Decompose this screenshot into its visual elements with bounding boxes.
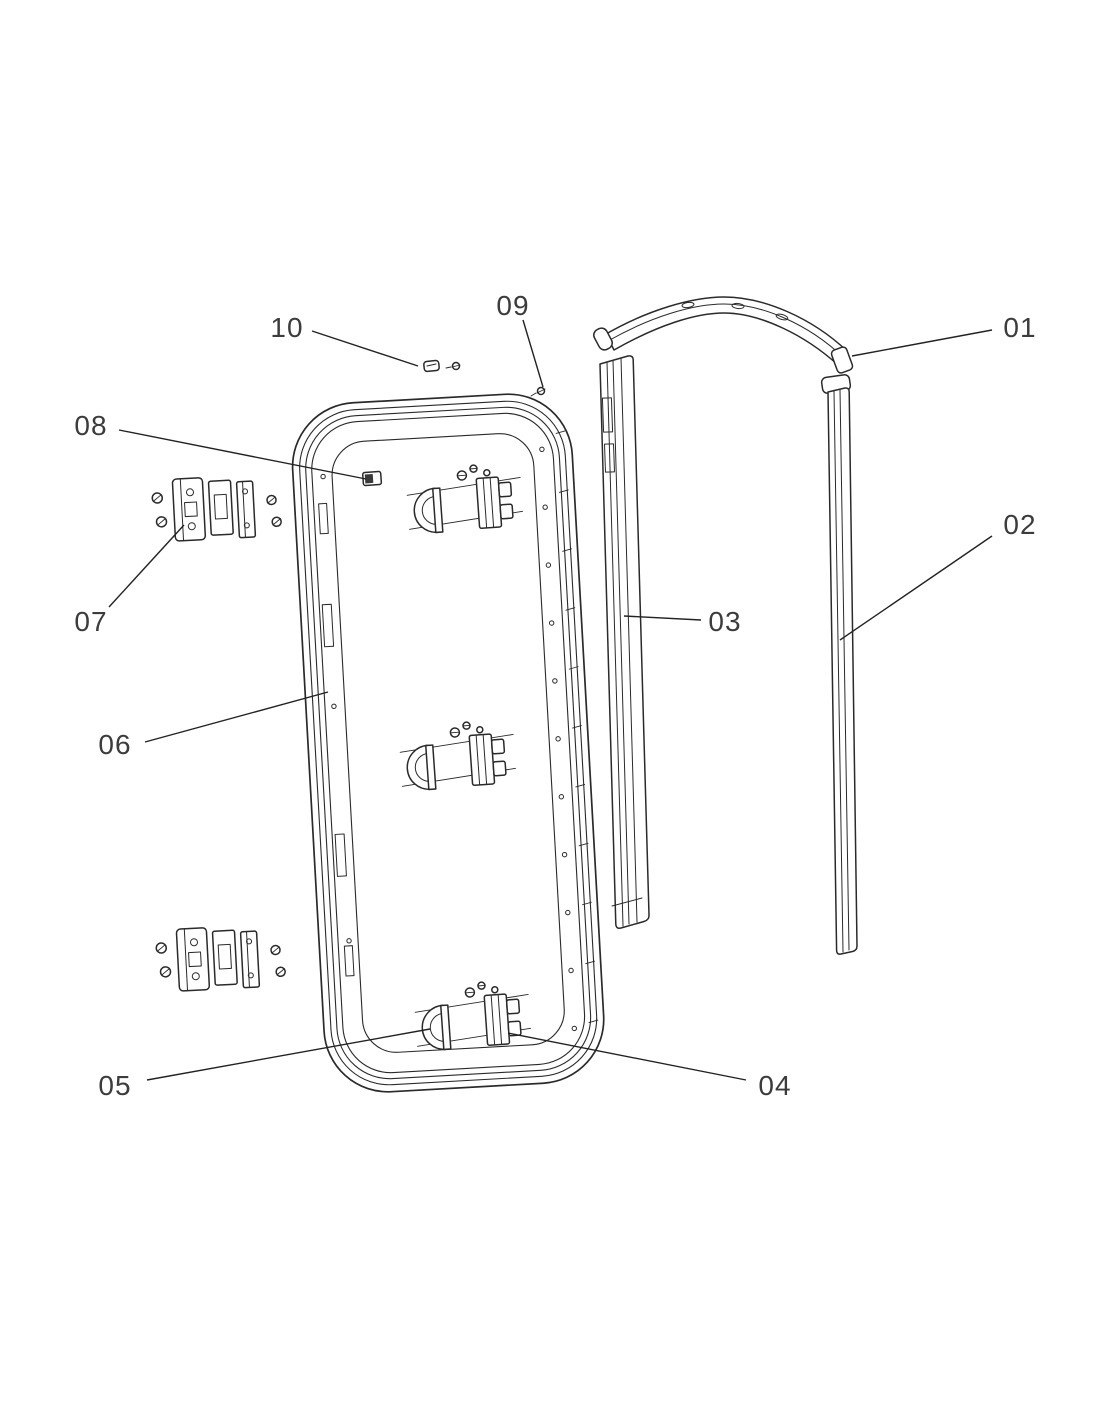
leader-line-05: [146, 1028, 431, 1081]
cap-part: [423, 359, 440, 373]
top-rail-end-cap-left: [593, 327, 613, 351]
door-inner-panel: [331, 433, 565, 1053]
part-callout-06: 06: [98, 691, 329, 760]
part-label-06: 06: [98, 729, 131, 760]
part-callout-09: 09: [496, 290, 544, 388]
leader-line-03: [623, 615, 702, 621]
part-label-04: 04: [758, 1070, 791, 1101]
door-contour-4: [311, 412, 586, 1074]
part-callout-04: 04: [507, 1032, 791, 1101]
leader-line-10: [311, 330, 419, 367]
part-label-07: 07: [74, 606, 107, 637]
lock-assembly-bottom: [154, 922, 287, 993]
door-frame-part: [291, 393, 605, 1093]
edge-tick-row-right: [555, 430, 599, 1024]
door-contour-3: [305, 406, 592, 1080]
leader-line-02: [839, 535, 993, 641]
side-trim-part: [820, 374, 858, 955]
leader-line-08: [118, 429, 367, 480]
part-callout-07: 07: [74, 524, 185, 637]
part-label-03: 03: [708, 606, 741, 637]
top-rail-end-cap-right: [830, 346, 854, 374]
part-callout-03: 03: [623, 606, 741, 637]
cap-screw: [445, 361, 461, 371]
leader-line-06: [144, 691, 329, 743]
part-callout-01: 01: [851, 312, 1036, 357]
part-callout-02: 02: [839, 509, 1036, 641]
part-label-02: 02: [1003, 509, 1036, 540]
part-callout-05: 05: [98, 1028, 431, 1101]
leader-line-01: [851, 329, 993, 357]
door-contour-2: [299, 400, 598, 1086]
rivet-row-left: [320, 473, 352, 944]
part-label-05: 05: [98, 1070, 131, 1101]
top-rail-part: [593, 296, 854, 374]
leader-line-09: [522, 319, 544, 388]
part-label-01: 01: [1003, 312, 1036, 343]
leader-line-04: [507, 1032, 747, 1081]
frame-screw: [530, 386, 546, 397]
part-label-09: 09: [496, 290, 529, 321]
extrusion-rail-part: [599, 355, 650, 929]
clip-part: [361, 470, 383, 487]
left-mount-cutouts: [318, 502, 355, 977]
part-callout-10: 10: [270, 312, 419, 367]
part-callout-08: 08: [74, 410, 367, 480]
rivet-row-right: [539, 446, 577, 1032]
lock-assembly-top: [150, 472, 283, 543]
part-label-10: 10: [270, 312, 303, 343]
part-label-08: 08: [74, 410, 107, 441]
door-outer-contour: [291, 393, 605, 1093]
leader-line-07: [108, 524, 185, 608]
